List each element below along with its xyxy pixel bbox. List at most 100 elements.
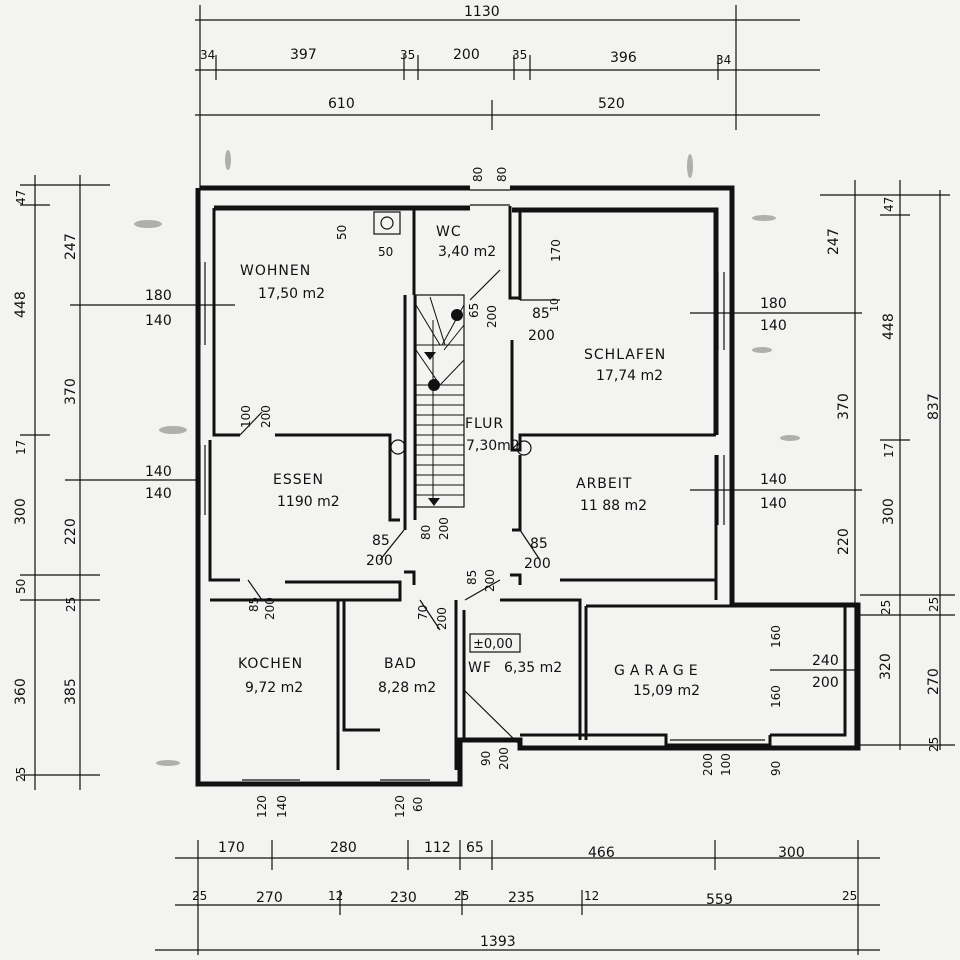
opening-dim: 90 — [769, 761, 783, 776]
opening-dim: 200 — [528, 328, 555, 344]
dim-right-inner: 220 — [836, 528, 852, 555]
room-name-garage: GARAGE — [614, 663, 703, 679]
dim-bottom-row1: 112 — [424, 840, 451, 856]
opening-dim: 70 — [416, 605, 430, 620]
dim-right-outer: 25 — [927, 597, 941, 612]
room-name-arbeit: ARBEIT — [576, 476, 632, 492]
opening-dim: 120 — [393, 795, 407, 818]
dim-bottom-row2: 12 — [584, 889, 599, 903]
smudge — [225, 150, 231, 170]
dim-bottom-row2: 559 — [706, 892, 733, 908]
room-area-wc: 3,40 m2 — [438, 244, 496, 260]
smudge — [156, 760, 180, 766]
opening-dim: 140 — [145, 486, 172, 502]
smudge — [159, 426, 187, 434]
room-name-flur: FLUR — [465, 416, 504, 432]
room-area-wohnen: 17,50 m2 — [258, 286, 325, 302]
smudge — [134, 220, 162, 228]
dim-top-row2: 34 — [200, 48, 215, 62]
room-name-wc: WC — [436, 224, 462, 240]
opening-dim: 160 — [769, 685, 783, 708]
opening-dim: 100 — [239, 405, 253, 428]
opening-dim: 50 — [378, 245, 393, 259]
top-dimensions: 1130 34 397 35 200 35 396 34 610 520 — [195, 4, 820, 190]
dim-right-outer: 270 — [926, 668, 942, 695]
opening-dim: 85 — [465, 570, 479, 585]
room-area-bad: 8,28 m2 — [378, 680, 436, 696]
opening-dim: 140 — [760, 472, 787, 488]
opening-dim: 140 — [145, 464, 172, 480]
dim-top-row3: 520 — [598, 96, 625, 112]
opening-dim: 200 — [524, 556, 551, 572]
opening-dim: 50 — [335, 225, 349, 240]
opening-dim: 200 — [812, 675, 839, 691]
dim-right-inner: 370 — [836, 393, 852, 420]
dim-top-row2: 35 — [512, 48, 527, 62]
room-name-essen: ESSEN — [273, 472, 324, 488]
dim-bottom-row1: 280 — [330, 840, 357, 856]
room-name-wohnen: WOHNEN — [240, 263, 311, 279]
opening-dim: 200 — [263, 597, 277, 620]
opening-dim: 10 — [548, 298, 561, 312]
opening-dim: 200 — [485, 305, 499, 328]
room-name-wf: WF — [468, 660, 492, 676]
opening-dim: 90 — [479, 751, 493, 766]
chimney — [373, 211, 401, 235]
dim-bottom-row2: 235 — [508, 890, 535, 906]
level-marker-box — [469, 633, 521, 653]
dim-right-outer: 47 — [882, 197, 896, 212]
opening-dim: 180 — [145, 288, 172, 304]
left-dimensions: 47 448 17 300 50 360 25 247 370 220 25 3… — [13, 175, 235, 790]
bottom-dimensions: 170 280 112 65 466 300 25 270 12 230 25 … — [155, 840, 880, 955]
dim-bottom-row1: 300 — [778, 845, 805, 861]
dim-top-overall: 1130 — [464, 4, 500, 20]
level-marker: ±0,00 — [473, 637, 513, 652]
dim-bottom-row2: 25 — [454, 889, 469, 903]
smudge — [752, 347, 772, 353]
opening-dim: 140 — [145, 313, 172, 329]
dim-right-inner: 320 — [878, 653, 894, 680]
room-area-schlafen: 17,74 m2 — [596, 368, 663, 384]
opening-dim: 85 — [532, 306, 550, 322]
opening-dim: 200 — [437, 517, 451, 540]
opening-dim: 140 — [760, 318, 787, 334]
opening-dim: 200 — [435, 607, 449, 630]
dim-right-inner: 25 — [879, 600, 893, 615]
dim-right-outer: 25 — [927, 737, 941, 752]
room-name-schlafen: SCHLAFEN — [584, 347, 666, 363]
room-labels: WOHNEN 17,50 m2 WC 3,40 m2 SCHLAFEN 17,7… — [238, 224, 703, 699]
smudge — [780, 435, 800, 441]
dim-left-outer: 360 — [13, 678, 29, 705]
smudge — [687, 154, 693, 178]
opening-dim: 200 — [497, 747, 511, 770]
opening-dim: 200 — [259, 405, 273, 428]
dim-bottom-row2: 270 — [256, 890, 283, 906]
dim-right-inner: 247 — [826, 228, 842, 255]
opening-dimensions: 180 140 140 140 180 140 140 140 240 200 … — [145, 167, 839, 818]
dim-right-outer: 17 — [882, 443, 896, 458]
dim-left-outer: 50 — [14, 579, 28, 594]
opening-dim: 85 — [372, 533, 390, 549]
room-name-kochen: KOCHEN — [238, 656, 303, 672]
opening-dim: 120 — [255, 795, 269, 818]
room-area-wf: 6,35 m2 — [504, 660, 562, 676]
opening-dim: 100 — [719, 753, 733, 776]
opening-dim: 240 — [812, 653, 839, 669]
room-area-flur: 7,30m2 — [466, 438, 520, 454]
dim-top-row2: 397 — [290, 47, 317, 63]
dim-left-outer: 17 — [14, 440, 28, 455]
dim-left-outer: 47 — [14, 190, 28, 205]
dim-left-inner: 220 — [63, 518, 79, 545]
smudge — [752, 215, 776, 221]
opening-dim: 85 — [530, 536, 548, 552]
room-area-kochen: 9,72 m2 — [245, 680, 303, 696]
dim-left-outer: 300 — [13, 498, 29, 525]
dim-top-row2: 200 — [453, 47, 480, 63]
opening-dim: 80 — [495, 167, 509, 182]
opening-dim: 160 — [769, 625, 783, 648]
dim-bottom-overall: 1393 — [480, 934, 516, 950]
opening-dim: 80 — [419, 525, 433, 540]
dim-top-row3: 610 — [328, 96, 355, 112]
staircase — [415, 294, 465, 508]
